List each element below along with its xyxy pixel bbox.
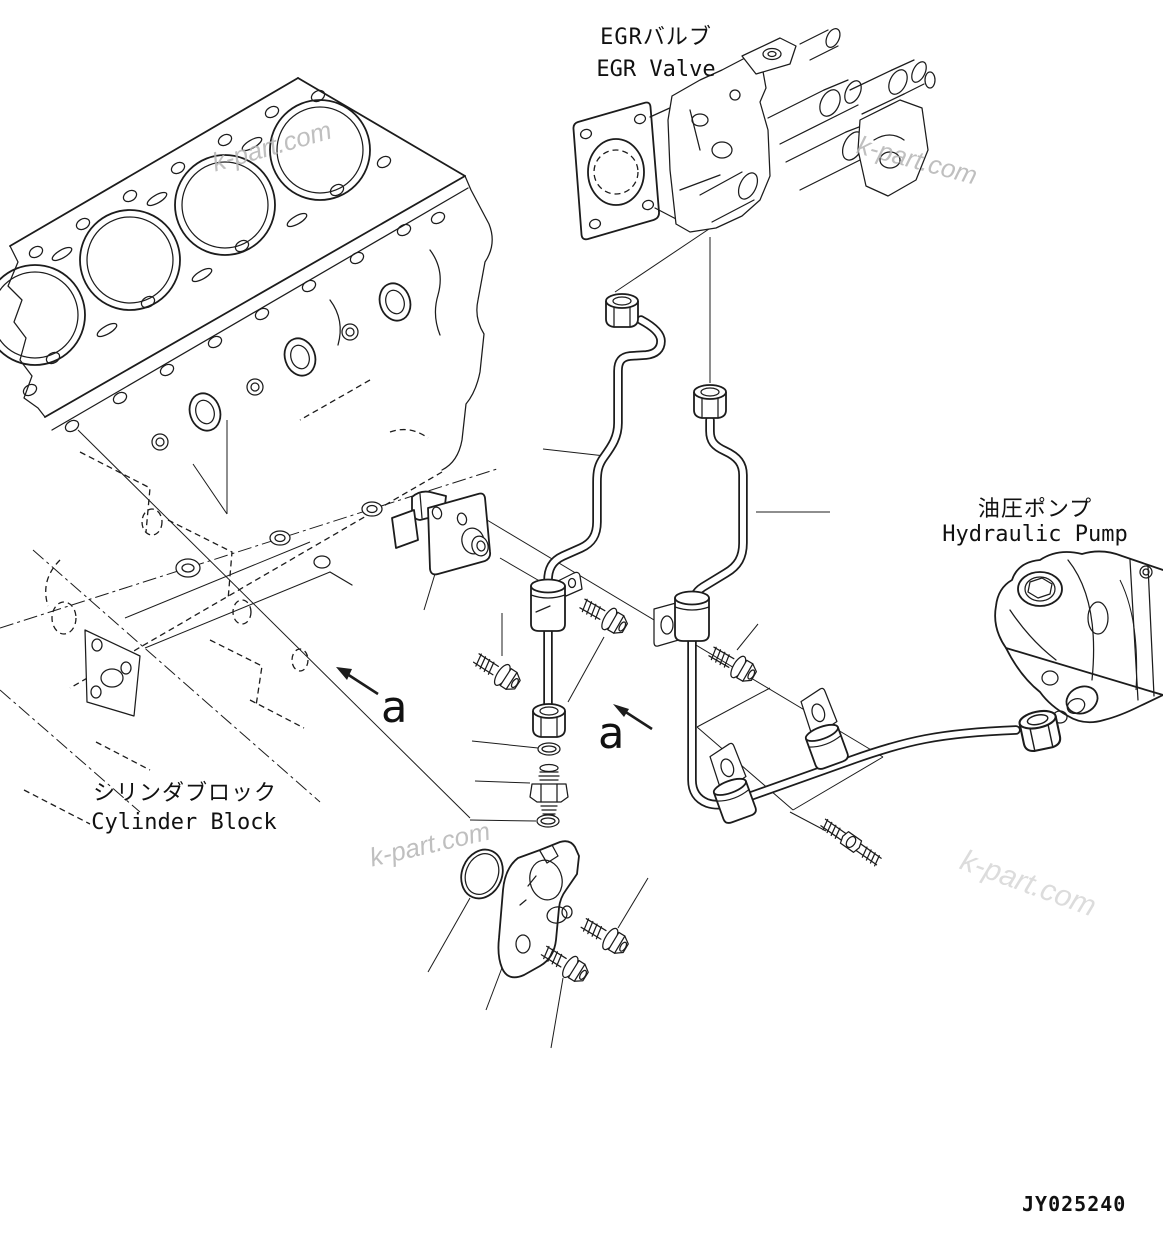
tube-nut — [1016, 707, 1063, 754]
egr-valve-drawing — [572, 28, 936, 241]
leader-lines — [423, 226, 830, 1049]
watermarks: k-part.com k-part.com k-part.com k-part.… — [209, 115, 1101, 924]
cylinder-bores — [0, 99, 371, 366]
view-arrow-a-2: a — [598, 704, 653, 759]
cylinder-block-label-en: Cylinder Block — [91, 810, 276, 835]
cylinder-block-label-jp: シリンダブロック — [93, 781, 277, 806]
egr-valve-label-en: EGR Valve — [596, 57, 715, 82]
pump-pipe — [653, 384, 1063, 868]
tube-nut — [532, 703, 566, 738]
watermark-text: k-part.com — [367, 816, 493, 873]
flange-bolt — [576, 912, 633, 960]
cylinder-block-drawing — [0, 77, 501, 825]
connector-fitting — [529, 763, 569, 821]
tube-nut — [605, 293, 639, 328]
joint-stud — [818, 816, 884, 868]
flange-bolt — [575, 592, 632, 640]
pipe-clamp — [712, 777, 757, 824]
hydraulic-pump-drawing — [994, 550, 1163, 728]
section-plane-lines — [77, 420, 884, 819]
hydraulic-pump-label-en: Hydraulic Pump — [942, 522, 1127, 547]
view-label-a-2: a — [598, 708, 625, 759]
drawing-number: JY025240 — [1022, 1192, 1126, 1216]
egr-pipe — [460, 293, 666, 988]
flange-bolt — [469, 647, 525, 696]
view-arrow-a-1: a — [336, 667, 407, 733]
block-side-ports — [151, 249, 441, 451]
hydraulic-pump-label-jp: 油圧ポンプ — [978, 497, 1092, 522]
gasket-o-ring — [460, 848, 504, 900]
o-ring — [537, 742, 561, 756]
view-label-a-1: a — [381, 682, 408, 733]
pipe-clamp — [530, 571, 583, 632]
elbow-adapter — [497, 840, 580, 979]
labels: EGRバルブ EGR Valve 油圧ポンプ Hydraulic Pump シリ… — [91, 25, 1127, 1216]
watermark-text: k-part.com — [956, 844, 1100, 923]
deck-holes — [22, 89, 446, 433]
o-ring — [536, 814, 560, 828]
tube-nut — [693, 384, 727, 419]
flange-bolt — [704, 640, 761, 688]
pipe-clamp — [674, 590, 710, 642]
watermark-text: k-part.com — [209, 115, 335, 178]
pipe-clamp — [804, 723, 849, 770]
pipe-mount-bracket — [391, 490, 492, 576]
egr-valve-label-jp: EGRバルブ — [600, 25, 712, 50]
